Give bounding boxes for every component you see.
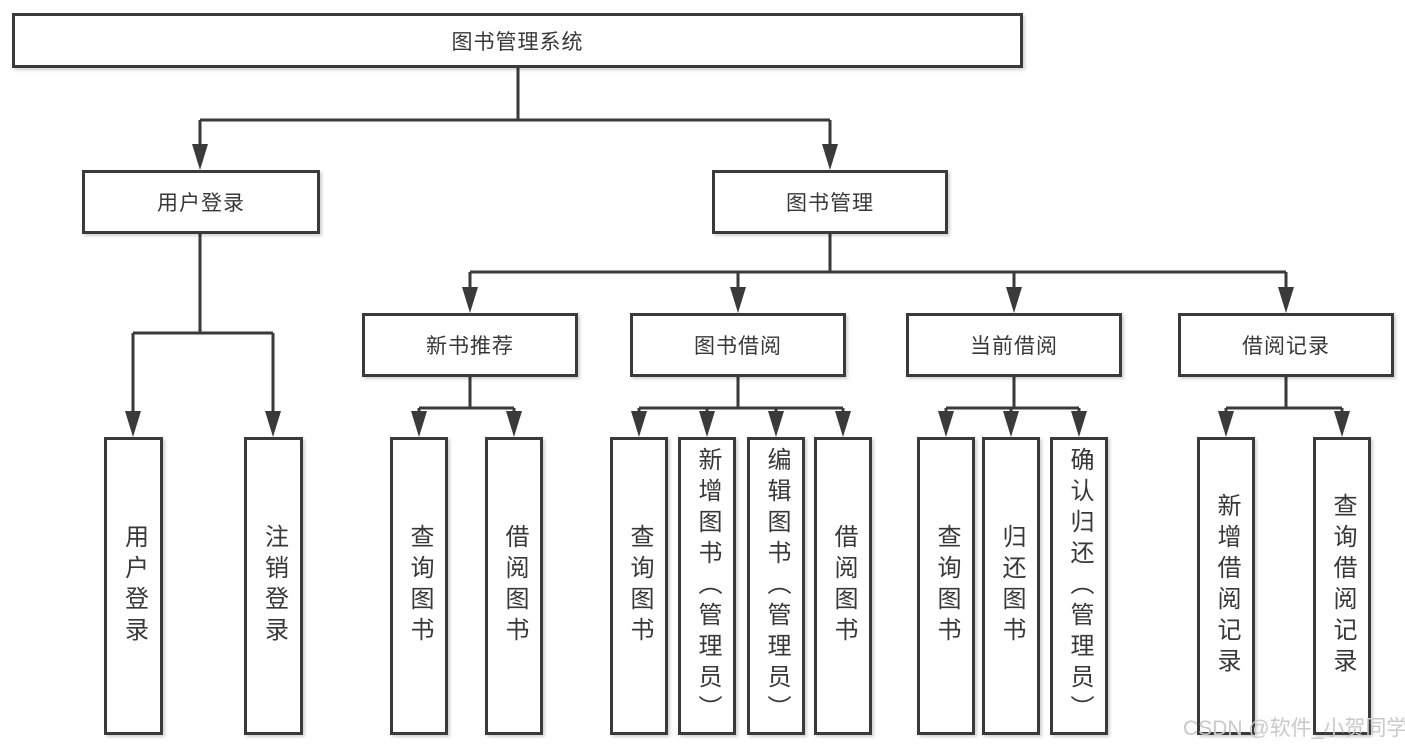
node-new-book-recommend: 新书推荐 [362, 313, 578, 377]
node-label: 注销登录 [260, 524, 288, 648]
node-user-login: 用户登录 [82, 170, 320, 234]
node-label: 归还图书 [998, 524, 1025, 648]
node-borrow-records: 借阅记录 [1178, 313, 1394, 377]
node-label: 图书借阅 [694, 335, 782, 358]
leaf-add-books-admin: 新增图书（管理员） [678, 437, 736, 735]
csdn-watermark: CSDN @软件_小贺同学 [1183, 717, 1405, 740]
leaf-return-books: 归还图书 [982, 437, 1040, 735]
leaf-query-books-2: 查询图书 [610, 437, 668, 735]
node-label: 确认归还（管理员） [1066, 446, 1093, 726]
node-label: 新增借阅记录 [1213, 493, 1240, 679]
node-label: 用户登录 [157, 192, 245, 215]
node-label: 查询图书 [406, 524, 433, 648]
leaf-confirm-return-admin: 确认归还（管理员） [1050, 437, 1108, 735]
node-label: 编辑图书（管理员） [763, 446, 790, 726]
leaf-query-books-3: 查询图书 [917, 437, 975, 735]
node-label: 查询借阅记录 [1329, 493, 1356, 679]
node-book-management: 图书管理 [712, 170, 948, 234]
leaf-add-borrow-record: 新增借阅记录 [1197, 437, 1255, 735]
connector-root [192, 68, 838, 170]
connector-user-login [125, 234, 281, 437]
node-label: 新书推荐 [426, 335, 514, 358]
node-label: 用户登录 [120, 524, 148, 648]
connector-current-borrow [938, 377, 1087, 437]
node-label: 图书管理系统 [451, 30, 584, 54]
connector-borrow-records [1218, 377, 1350, 437]
leaf-borrow-books-1: 借阅图书 [485, 437, 543, 735]
node-label: 借阅图书 [830, 524, 857, 648]
connector-book-mgmt [462, 234, 1294, 313]
node-label: 新增图书（管理员） [694, 446, 721, 726]
leaf-borrow-books-2: 借阅图书 [814, 437, 872, 735]
node-label: 查询图书 [626, 524, 653, 648]
leaf-query-borrow-record: 查询借阅记录 [1313, 437, 1371, 735]
connector-new-books [411, 377, 522, 437]
node-library-system: 图书管理系统 [12, 13, 1023, 68]
node-label: 借阅图书 [501, 524, 528, 648]
node-label: 图书管理 [786, 192, 874, 215]
connector-book-borrow [631, 377, 851, 437]
leaf-edit-books-admin: 编辑图书（管理员） [747, 437, 805, 735]
node-current-borrow: 当前借阅 [906, 313, 1122, 377]
node-label: 借阅记录 [1242, 335, 1330, 358]
node-label: 查询图书 [933, 524, 960, 648]
node-label: 当前借阅 [970, 335, 1058, 358]
leaf-query-books-1: 查询图书 [390, 437, 448, 735]
leaf-user-login: 用户登录 [104, 437, 163, 735]
node-book-borrow: 图书借阅 [630, 313, 846, 377]
leaf-logout: 注销登录 [244, 437, 303, 735]
